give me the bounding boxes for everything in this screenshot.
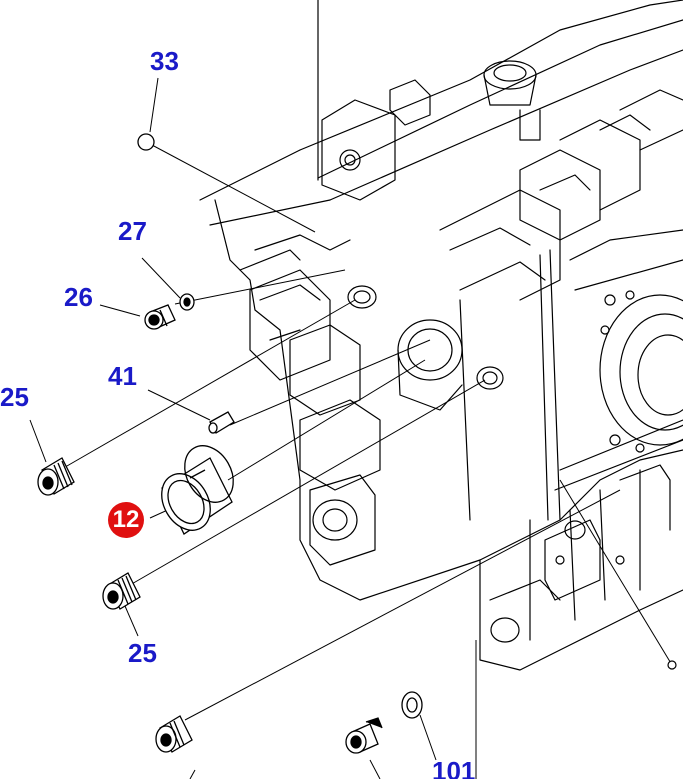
callout-33[interactable]: 33: [150, 46, 179, 76]
threaded-plug-bottom: [155, 715, 193, 753]
washer-part-27: [179, 293, 195, 311]
callout-101[interactable]: 101: [432, 756, 476, 779]
threaded-plug-part-25-lower: [102, 572, 141, 610]
threaded-plug-part-25-upper: [37, 457, 75, 496]
callout-25-upper[interactable]: 25: [0, 382, 29, 412]
callout-12-highlighted[interactable]: 12: [108, 502, 144, 538]
plug-part-26: [144, 304, 176, 330]
dowel-pin-part-41: [208, 411, 235, 434]
bushing-part-12: [161, 445, 234, 535]
callout-27[interactable]: 27: [118, 216, 147, 246]
washer-part-101: [401, 691, 423, 719]
callout-25-lower[interactable]: 25: [128, 638, 157, 668]
callout-41[interactable]: 41: [108, 361, 137, 391]
ball-part-33: [137, 133, 155, 151]
callout-26[interactable]: 26: [64, 282, 93, 312]
plug-bottom-center: [345, 717, 383, 754]
